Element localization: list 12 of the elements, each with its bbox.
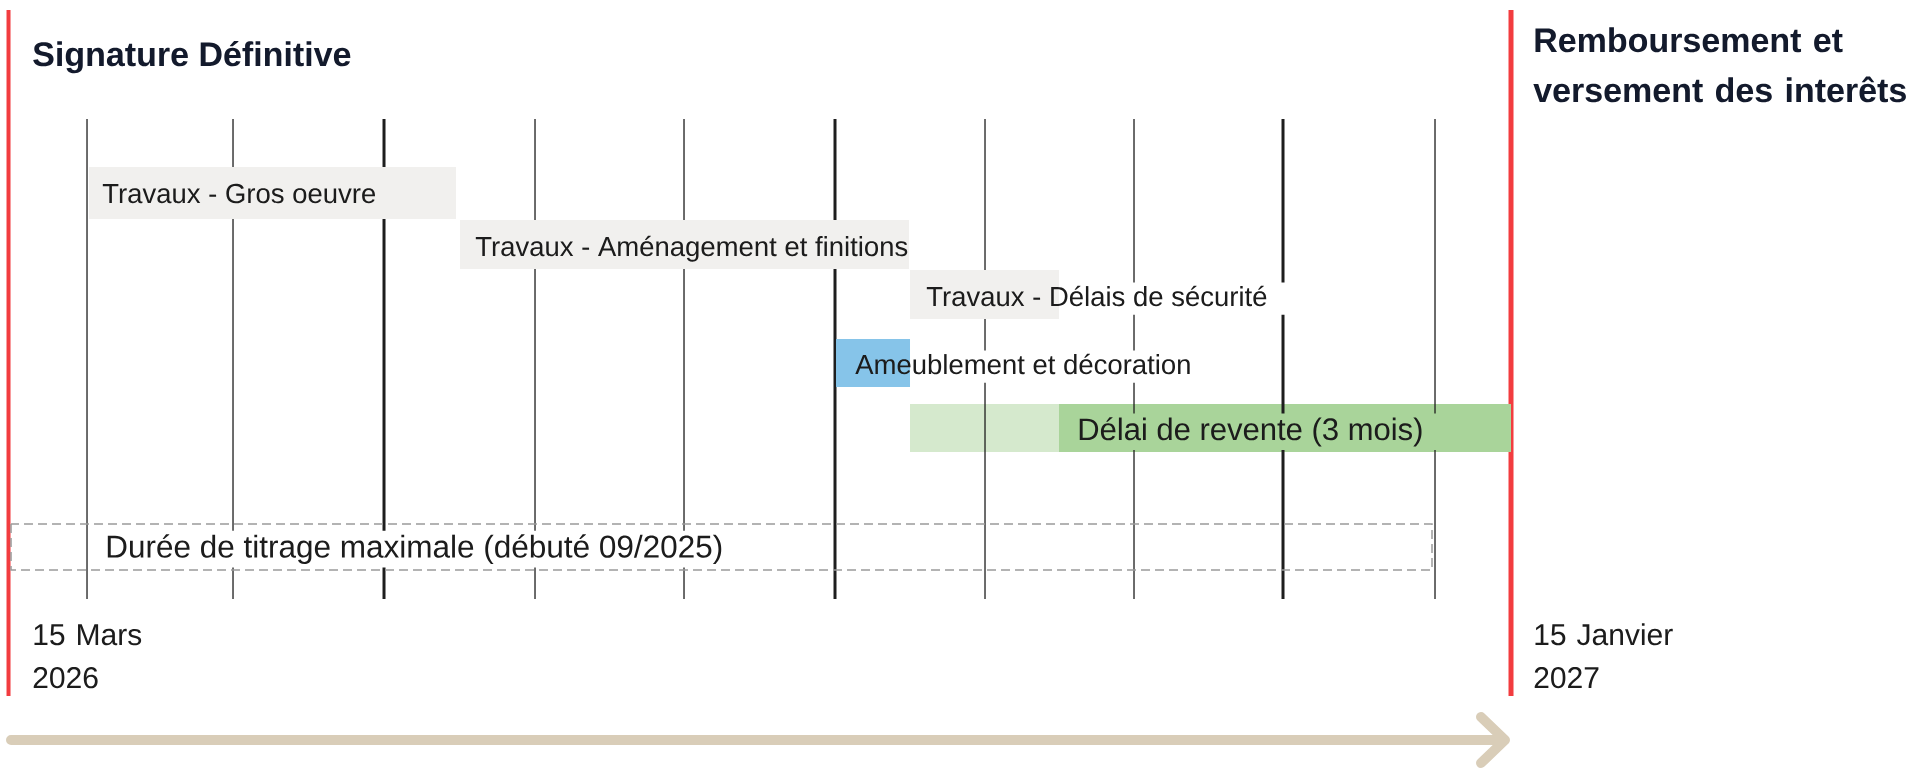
milestone-heading: Signature Définitive: [33, 41, 351, 74]
task-bar: Ameublement et décoration: [836, 339, 1190, 387]
time-span-box: Durée de titrage maximale (débuté 09/2025): [10, 523, 1433, 571]
task-bar: [910, 404, 1059, 452]
task-bar: Délai de revente (3 mois): [1059, 404, 1511, 452]
milestone-heading: Remboursement et versement des interêts: [1533, 27, 1906, 103]
task-bar: Travaux - Délais de sécurité: [910, 270, 1267, 319]
date-label: 15 Janvier 2027: [1534, 623, 1673, 689]
task-bar: Travaux - Gros oeuvre: [89, 167, 456, 219]
node-label: Ameublement et décoration: [855, 353, 1190, 375]
task-bar: Travaux - Aménagement et finitions: [460, 220, 909, 269]
date-label: 15 Mars 2026: [33, 624, 142, 689]
